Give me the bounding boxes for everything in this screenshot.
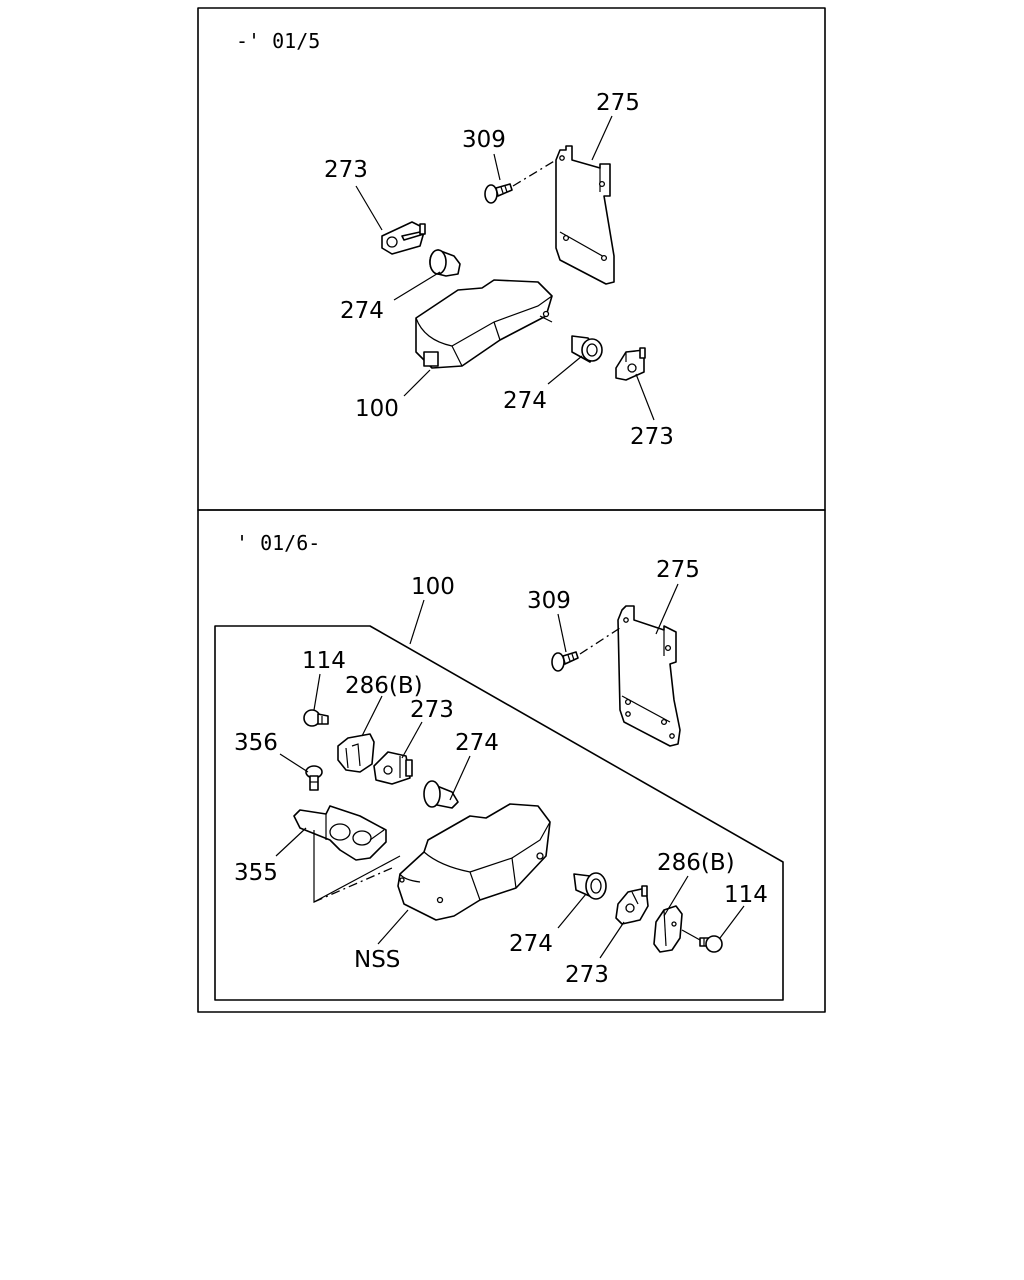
callout-274-left: 274 (340, 298, 384, 324)
callout-286b-left: 286(B) (345, 673, 423, 699)
assembly-outline (214, 625, 784, 1001)
cover-part-right (653, 905, 683, 953)
callout-100: 100 (355, 396, 399, 422)
callout-274-right: 274 (503, 388, 547, 414)
callout-356: 356 (234, 730, 278, 756)
range-label: ' 01/6- (236, 531, 320, 555)
callout-273-left: 273 (410, 697, 454, 723)
armrest-part (397, 803, 551, 921)
clip-part-right (615, 885, 649, 925)
cup-holder-part (293, 805, 387, 861)
armrest-part (415, 279, 553, 369)
bracket-part (555, 145, 615, 285)
callout-273-right: 273 (630, 424, 674, 450)
callout-114-right: 114 (724, 882, 768, 908)
bush-part-left (429, 249, 461, 277)
screw-part (551, 651, 579, 672)
callout-286b-right: 286(B) (657, 850, 735, 876)
bolt-part-left (303, 709, 329, 727)
callout-274-right: 274 (509, 931, 553, 957)
callout-309: 309 (462, 127, 506, 153)
callout-274-left: 274 (455, 730, 499, 756)
bolt-part-right (699, 935, 723, 953)
panel-frame (197, 7, 826, 511)
panel-late-model: ' 01/6- (197, 509, 826, 1013)
clip-part-left (373, 751, 413, 785)
clip-part-right (615, 347, 646, 381)
cup-screw-part (305, 765, 323, 791)
panel-frame (197, 509, 826, 1013)
callout-309: 309 (527, 588, 571, 614)
screw-part (484, 183, 513, 204)
callout-275: 275 (656, 557, 700, 583)
bracket-part (617, 605, 681, 747)
callout-275: 275 (596, 90, 640, 116)
callout-355: 355 (234, 860, 278, 886)
bush-part-right (573, 872, 607, 900)
callout-273-left: 273 (324, 157, 368, 183)
bush-part-right (571, 335, 603, 363)
callout-100: 100 (411, 574, 455, 600)
callout-nss: NSS (354, 947, 400, 973)
clip-part-left (381, 221, 426, 255)
bush-part-left (423, 780, 459, 809)
callout-273-right: 273 (565, 962, 609, 988)
panel-early-model: -' 01/5 (197, 7, 826, 511)
cover-part-left (337, 733, 375, 773)
callout-114-left: 114 (302, 648, 346, 674)
range-label: -' 01/5 (236, 29, 320, 53)
